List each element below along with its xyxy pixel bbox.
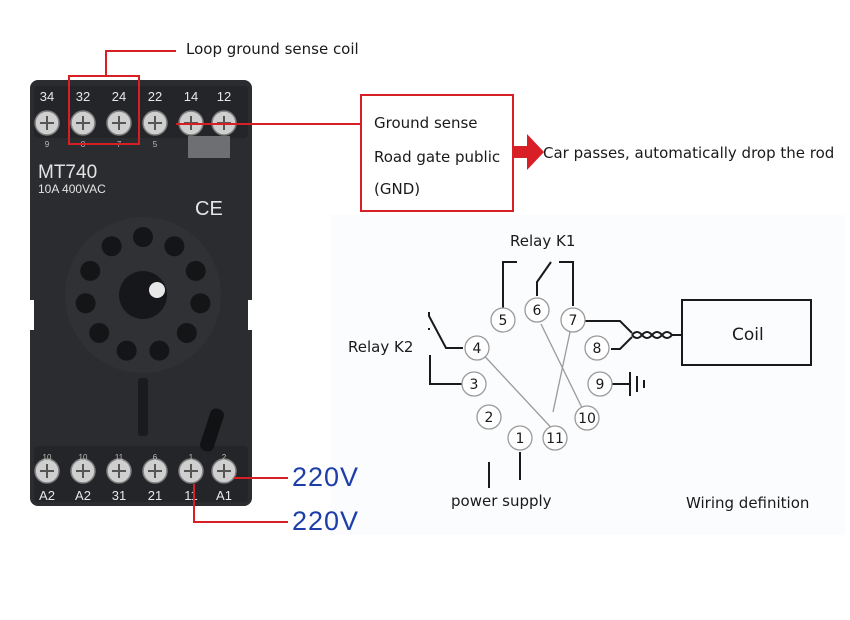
socket-hole [133, 227, 153, 247]
pin-label-1: 1 [516, 431, 525, 447]
coil-box [681, 299, 812, 366]
pin-label-7: 7 [569, 313, 578, 329]
schematic-pins: 1 2 3 4 5 6 78 9 10 11 [461, 297, 613, 451]
pin-3 [461, 371, 487, 397]
loop-coil-callout: Loop ground sense coil [186, 40, 359, 58]
socket-hole [101, 236, 122, 257]
socket-hole [164, 236, 185, 257]
terminal-pin-number: 6 [153, 453, 158, 462]
terminal-label: 11 [184, 488, 198, 503]
socket-hole [116, 340, 137, 361]
callout-lines [68, 50, 360, 523]
coil-twisted-wire-2 [631, 331, 673, 339]
coil-wire-8 [611, 336, 633, 350]
pin-10 [574, 405, 600, 431]
terminal-label: A1 [216, 488, 232, 503]
wire-6-10 [540, 323, 588, 419]
coil-label: Coil [732, 325, 764, 345]
wire-4-11 [476, 347, 559, 436]
pin-label-11: 11 [546, 431, 564, 447]
pin-8 [584, 335, 610, 361]
terminal-pin-number: 5 [153, 140, 158, 149]
terminal-pin-number: 10 [79, 453, 88, 462]
socket-hole [149, 340, 170, 361]
pin-label-5: 5 [499, 313, 508, 329]
loop-coil-leader [105, 50, 176, 76]
ground-sense-box: Ground sense Road gate public (GND) [360, 94, 514, 212]
wiring-definition-label: Wiring definition [686, 494, 810, 512]
ce-mark: CE [195, 198, 223, 220]
coil-wire-7 [585, 320, 633, 334]
terminal-label: A2 [39, 488, 55, 503]
k1-contact-6-blade [536, 261, 552, 296]
relay-k1-label: Relay K1 [510, 232, 576, 250]
ground-sense-line-1: Ground sense [374, 114, 478, 132]
terminal-pin-number: 1 [189, 453, 194, 462]
voltage-a1-label: 220V [292, 462, 360, 492]
left-notch [26, 300, 34, 330]
right-notch [248, 300, 256, 330]
mounting-slot [138, 378, 148, 436]
pin-11 [542, 425, 568, 451]
pin-9 [587, 371, 613, 397]
voltage-11-label: 220V [292, 506, 360, 536]
k2-contact-4-blade [428, 312, 463, 349]
k1-contact-7 [559, 261, 574, 306]
terminal-11-leader [193, 484, 288, 523]
relay-socket: 349328247225143124 A210A2103111216111A12… [26, 80, 256, 506]
loop-coil-highlight-box [68, 75, 140, 145]
terminal-pin-number: 9 [45, 140, 50, 149]
terminal-label: 14 [184, 89, 198, 104]
terminal-label: 22 [148, 89, 162, 104]
pin-label-9: 9 [596, 377, 605, 393]
terminal-label: A2 [75, 488, 91, 503]
schematic-contacts [428, 261, 682, 488]
terminal-pin-number: 11 [115, 453, 124, 462]
wire-7-11 [552, 317, 574, 413]
pin-4 [464, 335, 490, 361]
socket-hole [75, 293, 96, 314]
terminal-label: 12 [217, 89, 231, 104]
terminal-label: 31 [112, 488, 126, 503]
terminal-label: 24 [112, 89, 126, 104]
k1-contact-5 [502, 261, 517, 309]
pin-label-3: 3 [470, 377, 479, 393]
socket-hole [190, 293, 211, 314]
pin-label-2: 2 [485, 410, 494, 426]
power-supply-label: power supply [451, 492, 552, 510]
schematic-background [330, 215, 845, 535]
terminal-label: 21 [148, 488, 162, 503]
pin-5 [490, 307, 516, 333]
pin-label-6: 6 [533, 303, 542, 319]
terminal-label: 34 [40, 89, 54, 104]
ground-sense-line-2: Road gate public [374, 148, 501, 166]
socket-hole [185, 260, 206, 281]
red-arrow-icon [514, 134, 544, 170]
model-label: MT740 [38, 162, 97, 183]
socket-hole [89, 322, 110, 343]
car-passes-callout: Car passes, automatically drop the rod [543, 144, 835, 162]
pin-1 [507, 425, 533, 451]
retaining-clip [200, 408, 224, 452]
pin-7 [560, 307, 586, 333]
center-key-highlight [149, 282, 165, 298]
pin-label-10: 10 [578, 411, 596, 427]
socket-holes [75, 227, 211, 361]
ground-sense-line-3: (GND) [374, 180, 421, 198]
rating-label: 10A 400VAC [38, 182, 106, 196]
k2-contact-3 [429, 355, 463, 385]
pin-2 [476, 404, 502, 430]
label-plate [188, 136, 230, 158]
pin-label-4: 4 [473, 341, 482, 357]
terminal-label: 32 [76, 89, 90, 104]
terminal-pin-number: 10 [43, 453, 52, 462]
socket-hole [80, 260, 101, 281]
pin-6 [524, 297, 550, 323]
pin-label-8: 8 [593, 341, 602, 357]
relay-k2-label: Relay K2 [348, 338, 414, 356]
socket-hole [176, 322, 197, 343]
terminal-pin-number: 2 [222, 453, 227, 462]
